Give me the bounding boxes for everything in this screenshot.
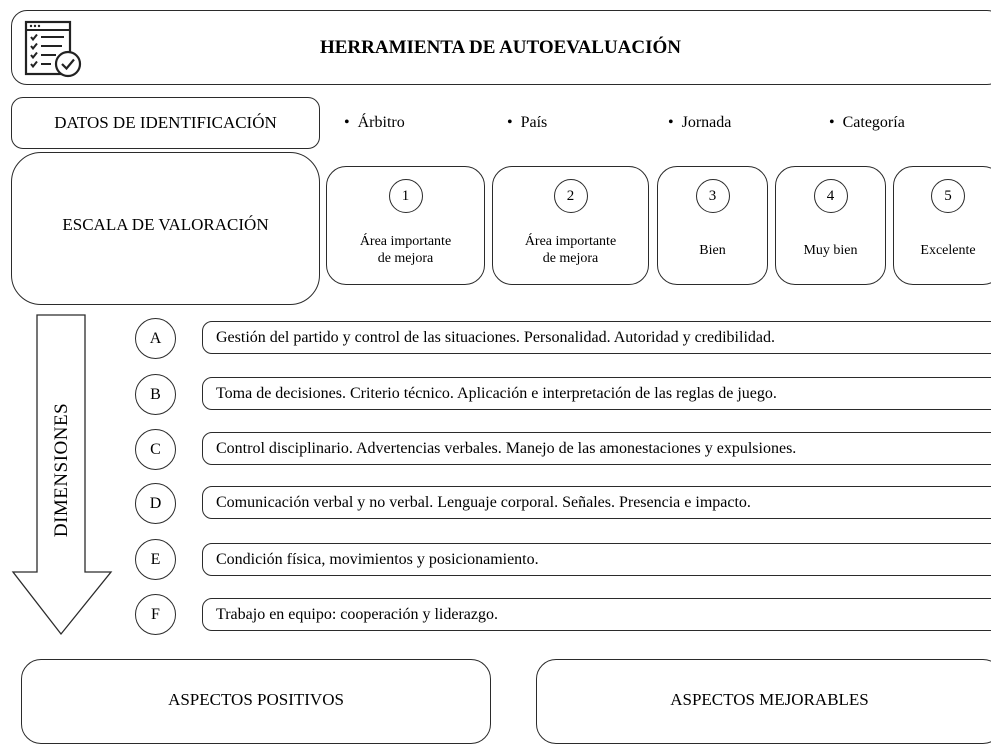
dimension-letter-b: B	[135, 374, 176, 415]
dimension-letter-d: D	[135, 483, 176, 524]
bullet-icon: •	[344, 114, 350, 131]
scale-level-1: 1 Área importante de mejora	[326, 166, 485, 285]
improvable-aspects-box: ASPECTOS MEJORABLES	[536, 659, 991, 744]
scale-number: 1	[388, 179, 423, 213]
scale-level-5: 5 Excelente	[893, 166, 991, 285]
scale-number: 3	[695, 179, 730, 213]
identification-item-label: País	[520, 114, 548, 131]
scale-level-3: 3 Bien	[657, 166, 768, 285]
identification-item-label: Categoría	[842, 114, 905, 131]
scale-label: Área importante de mejora	[524, 234, 617, 266]
page-title: HERRAMIENTA DE AUTOEVALUACIÓN	[319, 36, 682, 58]
positive-aspects-box: ASPECTOS POSITIVOS	[21, 659, 491, 744]
dimension-text-a: Gestión del partido y control de las sit…	[202, 321, 991, 354]
down-arrow-icon	[11, 314, 113, 636]
identification-item-label: Árbitro	[357, 114, 405, 131]
header-box: HERRAMIENTA DE AUTOEVALUACIÓN	[11, 10, 991, 85]
improvable-aspects-title: ASPECTOS MEJORABLES	[670, 690, 869, 709]
dimension-text-b: Toma de decisiones. Criterio técnico. Ap…	[202, 377, 991, 410]
bullet-icon: •	[668, 114, 674, 131]
dimensions-title: DIMENSIONES	[51, 402, 72, 538]
scale-title: ESCALA DE VALORACIÓN	[11, 152, 320, 305]
identification-item-jornada: • Jornada	[668, 114, 731, 132]
scale-label: Bien	[699, 242, 726, 258]
identification-item-pais: • País	[507, 114, 547, 132]
scale-number: 4	[813, 179, 848, 213]
dimension-text-c: Control disciplinario. Advertencias verb…	[202, 432, 991, 465]
identification-title: DATOS DE IDENTIFICACIÓN	[11, 97, 320, 149]
bullet-icon: •	[829, 114, 835, 131]
dimension-letter-a: A	[135, 318, 176, 359]
identification-item-categoria: • Categoría	[829, 114, 905, 132]
scale-level-2: 2 Área importante de mejora	[492, 166, 649, 285]
dimension-letter-c: C	[135, 429, 176, 470]
dimension-text-e: Condición física, movimientos y posicion…	[202, 543, 991, 576]
dimension-letter-e: E	[135, 539, 176, 580]
scale-label: Área importante de mejora	[359, 234, 452, 266]
dimension-letter-f: F	[135, 594, 176, 635]
scale-number: 2	[553, 179, 588, 213]
scale-level-4: 4 Muy bien	[775, 166, 886, 285]
identification-item-label: Jornada	[681, 114, 732, 131]
positive-aspects-title: ASPECTOS POSITIVOS	[168, 690, 344, 709]
scale-label: Muy bien	[803, 242, 858, 258]
dimension-text-f: Trabajo en equipo: cooperación y lideraz…	[202, 598, 991, 631]
dimension-text-d: Comunicación verbal y no verbal. Lenguaj…	[202, 486, 991, 519]
scale-label: Excelente	[920, 242, 976, 258]
scale-number: 5	[931, 179, 965, 213]
identification-item-arbitro: • Árbitro	[344, 114, 405, 132]
bullet-icon: •	[507, 114, 513, 131]
checklist-form-icon	[24, 20, 82, 78]
